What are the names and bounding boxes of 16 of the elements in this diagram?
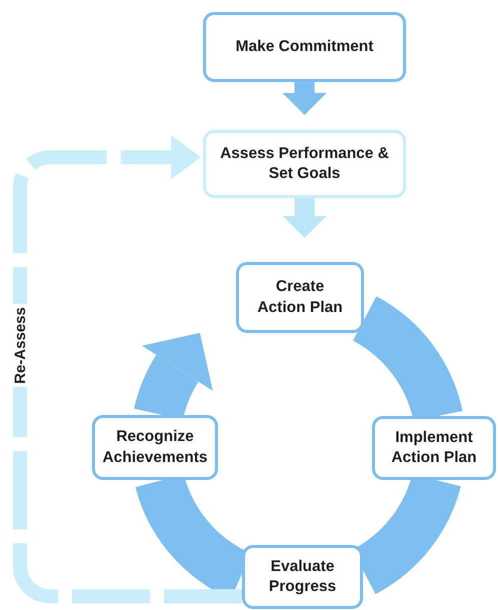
box-label: Make Commitment xyxy=(234,36,374,57)
box-label: Evaluate Progress xyxy=(268,556,338,597)
dashed-arrow xyxy=(13,135,242,604)
process-box xyxy=(203,130,406,198)
box-label: Assess Performance & Set Goals xyxy=(219,144,390,184)
box-label: Recognize Achievements xyxy=(101,427,209,468)
process-box xyxy=(242,545,363,609)
arrow xyxy=(282,198,326,238)
arrow xyxy=(282,82,326,115)
process-box xyxy=(92,415,218,480)
process-box xyxy=(203,12,406,82)
box-label: Implement Action Plan xyxy=(390,428,478,468)
process-box xyxy=(236,262,364,333)
box-label: Create Action Plan xyxy=(256,277,344,318)
edge-label: Re-Assess xyxy=(11,304,28,386)
process-box xyxy=(372,416,496,480)
